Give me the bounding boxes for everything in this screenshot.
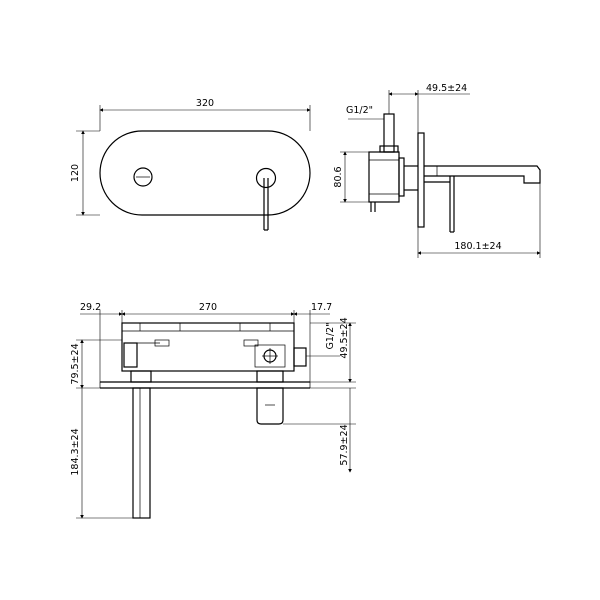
side-thread-label: G1/2"	[346, 105, 373, 116]
side-depth-label: 49.5±24	[426, 83, 467, 94]
mixer-knob	[255, 167, 277, 189]
front-width-label: 320	[196, 98, 214, 109]
bottom-spout	[132, 387, 151, 519]
bottom-thread-label: G1/2"	[325, 322, 336, 349]
bottom-offset-left-label: 29.2	[80, 302, 101, 313]
bottom-lower-height-label: 184.3±24	[70, 428, 81, 475]
front-plate	[99, 130, 311, 216]
diverter-knob	[133, 167, 153, 187]
side-spout	[424, 165, 541, 184]
side-spout-label: 180.1±24	[454, 241, 501, 252]
side-view: G1/2" 49.5±24 80.6 180.1±24	[333, 83, 541, 258]
side-height-label: 80.6	[333, 166, 344, 187]
bottom-offset-right-label: 17.7	[311, 302, 332, 313]
bottom-body	[121, 322, 295, 372]
side-body	[368, 151, 400, 203]
bottom-outlet	[293, 347, 307, 367]
bottom-depth-label: 49.5±24	[339, 317, 350, 358]
bottom-handle	[256, 387, 284, 425]
front-view: 320 120	[70, 98, 311, 231]
front-height-label: 120	[70, 164, 81, 182]
bottom-handle-label: 57.9±24	[339, 424, 350, 465]
side-wall-plate	[417, 132, 425, 228]
bottom-view: 29.2 270 17.7 G1/2" 49.5±24 57.9±24 79.5…	[70, 302, 356, 519]
bottom-upper-height-label: 79.5±24	[70, 343, 81, 384]
bottom-span-label: 270	[199, 302, 217, 313]
